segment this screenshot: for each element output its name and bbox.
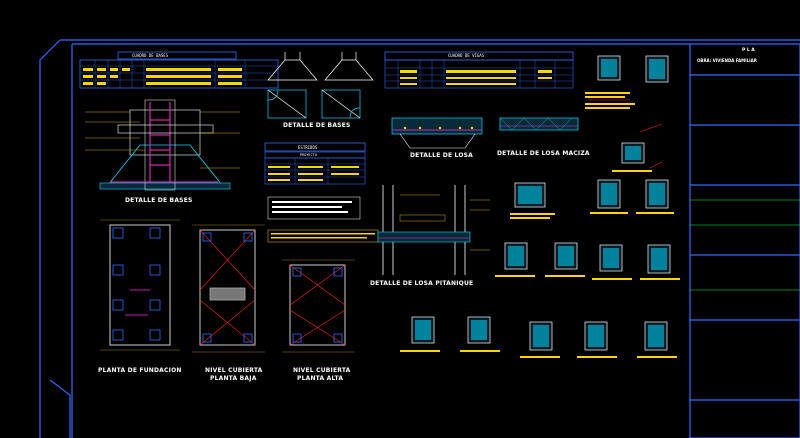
losa-maciza-section[interactable] [499, 117, 579, 131]
label-detalle-losa-maciza: DETALLE DE LOSA MACIZA [497, 150, 590, 157]
title-block-project: OBRA: VIVIENDA FAMILIAR [697, 58, 757, 63]
title-block-green-lines [690, 199, 800, 291]
column-caption-lines [400, 92, 680, 358]
column-rebar-hatch [415, 59, 667, 347]
cuadro-vigas-table[interactable] [384, 51, 574, 89]
sheet-frame [39, 39, 800, 438]
planta-cubierta-alta[interactable] [282, 259, 355, 353]
title-block-header: P L A [742, 48, 755, 53]
label-cubierta-baja-1: NIVEL CUBIERTA [205, 367, 263, 374]
label-cubierta-alta-1: NIVEL CUBIERTA [293, 367, 351, 374]
planta-fundacion[interactable] [100, 219, 180, 351]
cuadro-vigas-title: CUADRO DE VIGAS [448, 53, 485, 58]
label-cubierta-alta-2: PLANTA ALTA [297, 375, 344, 382]
general-notes [267, 196, 379, 243]
label-planta-fundacion: PLANTA DE FUNDACION [98, 367, 182, 374]
cuadro-bases-title: CUADRO DE BASES [132, 53, 169, 58]
base-elevation-detail[interactable] [85, 99, 240, 191]
estribos-table[interactable] [264, 142, 366, 185]
estribos-proyecto: PROYECTO [300, 153, 317, 157]
label-detalle-losa: DETALLE DE LOSA [410, 152, 474, 159]
label-cubierta-baja-2: PLANTA BAJA [210, 375, 257, 382]
label-detalle-bases-top: DETALLE DE BASES [283, 122, 351, 129]
label-detalle-losa-pitanique: DETALLE DE LOSA PITANIQUE [370, 280, 474, 287]
label-detalle-bases: DETALLE DE BASES [125, 197, 193, 204]
cuadro-bases-table[interactable] [79, 51, 279, 89]
planta-cubierta-baja[interactable] [192, 224, 265, 353]
base-plan-details[interactable] [267, 52, 374, 119]
column-leaders [588, 99, 663, 169]
losa-pitanique-section[interactable] [377, 185, 490, 275]
losa-section[interactable] [391, 117, 483, 149]
estribos-title: ESTRIBOS [298, 145, 318, 150]
